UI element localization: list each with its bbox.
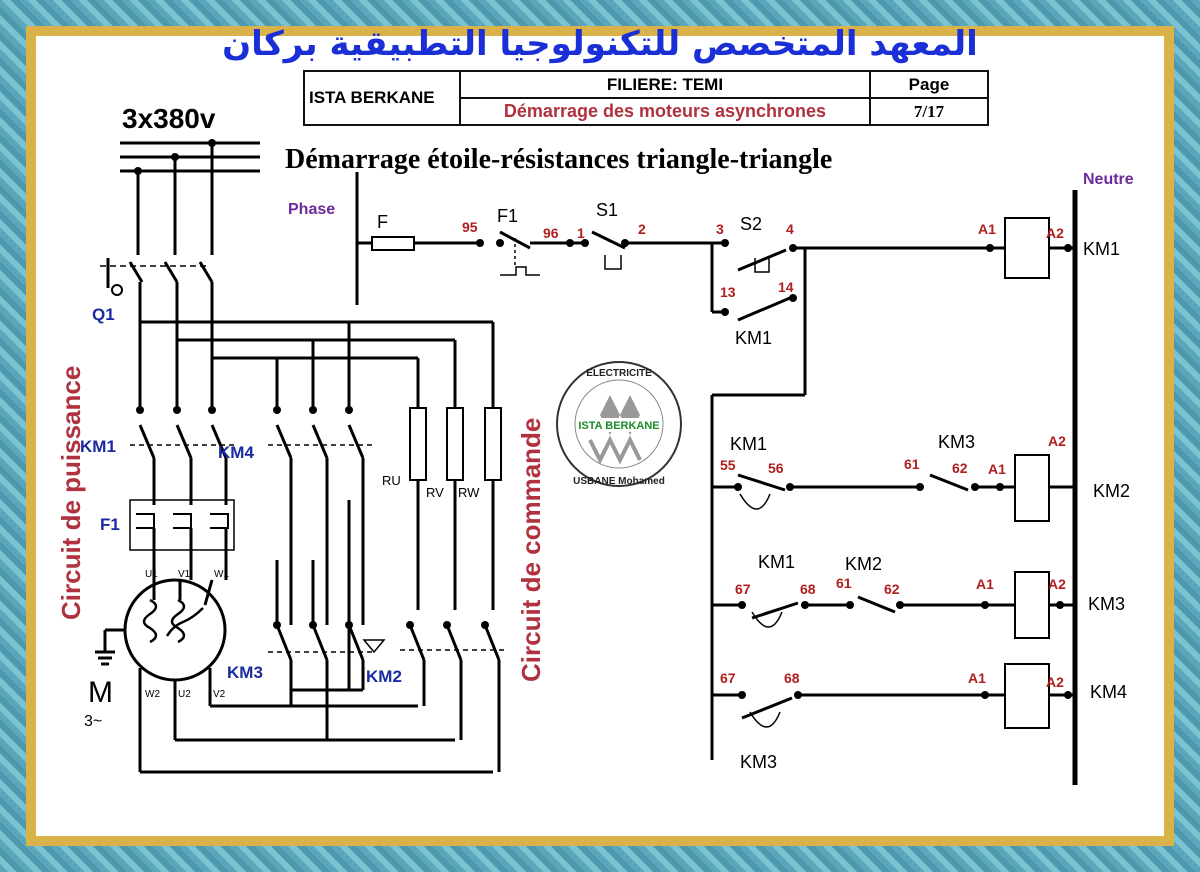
rung2-terminal-61: 61 bbox=[904, 456, 920, 472]
power-circuit-label: Circuit de puissance bbox=[56, 366, 86, 620]
coil-km2-label: KM2 bbox=[1093, 481, 1130, 501]
diagram-title: Démarrage étoile-résistances triangle-tr… bbox=[285, 144, 832, 175]
rung4-terminal-67: 67 bbox=[720, 670, 736, 686]
rung3-terminal-62: 62 bbox=[884, 581, 900, 597]
subject-label: Démarrage des moteurs asynchrones bbox=[459, 97, 871, 126]
resistance-rv: RV bbox=[426, 485, 444, 500]
rung3-km2-label: KM2 bbox=[845, 554, 882, 574]
km1-a1: A1 bbox=[978, 221, 996, 237]
km1-hold-label: KM1 bbox=[735, 328, 772, 348]
logo-ring-bottom: USBANE Mohamed bbox=[573, 476, 665, 487]
coil-km4-label: KM4 bbox=[1090, 682, 1127, 702]
terminal-u1: U1 bbox=[145, 569, 158, 580]
institute-name: ISTA BERKANE bbox=[303, 70, 461, 126]
rung4-km3-label: KM3 bbox=[740, 752, 777, 772]
ista-logo: ISTA BERKANE ELECTRICITE USBANE Mohamed bbox=[556, 361, 682, 487]
s2-label: S2 bbox=[740, 214, 762, 234]
terminal-2: 2 bbox=[638, 221, 646, 237]
title-block: ISTA BERKANE FILIERE: TEMI Page Démarrag… bbox=[303, 70, 989, 126]
coil-km1-label: KM1 bbox=[1083, 239, 1120, 259]
terminal-3: 3 bbox=[716, 221, 724, 237]
terminal-56: 56 bbox=[768, 460, 784, 476]
institute-arabic-title: المعهد المتخصص للتكنولوجيا التطبيقية برك… bbox=[222, 24, 978, 64]
rung3-terminal-61: 61 bbox=[836, 575, 852, 591]
page-number: 7/17 bbox=[869, 97, 989, 126]
rung3-terminal-67: 67 bbox=[735, 581, 751, 597]
rung4-terminal-68: 68 bbox=[784, 670, 800, 686]
terminal-u2: U2 bbox=[178, 689, 191, 700]
terminal-1: 1 bbox=[577, 225, 585, 241]
page-label: Page bbox=[869, 70, 989, 99]
f1-contact-label: F1 bbox=[497, 206, 518, 226]
terminal-v2: V2 bbox=[213, 689, 226, 700]
s1-label: S1 bbox=[596, 200, 618, 220]
km4-a1: A1 bbox=[968, 670, 986, 686]
supply-label: 3x380v bbox=[122, 103, 216, 134]
rung2-terminal-62: 62 bbox=[952, 460, 968, 476]
km4-power-label: KM4 bbox=[218, 443, 254, 462]
fuse-label: F bbox=[377, 212, 388, 232]
rung2-km3-label: KM3 bbox=[938, 432, 975, 452]
terminal-w2: W2 bbox=[145, 689, 160, 700]
km4-a2: A2 bbox=[1046, 674, 1064, 690]
motor-subscript: 3~ bbox=[84, 713, 102, 730]
terminal-w1: W1 bbox=[214, 569, 229, 580]
km3-a1: A1 bbox=[976, 576, 994, 592]
km3-power-label: KM3 bbox=[227, 663, 263, 682]
terminal-4: 4 bbox=[786, 221, 794, 237]
km2-power-label: KM2 bbox=[366, 667, 402, 686]
logo-center-text: ISTA BERKANE bbox=[578, 420, 659, 432]
coil-km3-label: KM3 bbox=[1088, 594, 1125, 614]
km2-a2: A2 bbox=[1048, 433, 1066, 449]
rung3-km1-label: KM1 bbox=[758, 552, 795, 572]
resistance-ru: RU bbox=[382, 473, 401, 488]
logo-ring-top: ELECTRICITE bbox=[586, 368, 652, 379]
terminal-v1: V1 bbox=[178, 569, 191, 580]
neutre-label: Neutre bbox=[1083, 171, 1134, 188]
terminal-95: 95 bbox=[462, 219, 478, 235]
terminal-14: 14 bbox=[778, 279, 794, 295]
km3-a2: A2 bbox=[1048, 576, 1066, 592]
rung2-km1-label: KM1 bbox=[730, 434, 767, 454]
command-circuit-label: Circuit de commande bbox=[516, 418, 546, 682]
km1-a2: A2 bbox=[1046, 225, 1064, 241]
resistance-rw: RW bbox=[458, 485, 480, 500]
terminal-96: 96 bbox=[543, 225, 559, 241]
km2-a1: A1 bbox=[988, 461, 1006, 477]
km1-power-label: KM1 bbox=[80, 437, 116, 456]
f1-power-label: F1 bbox=[100, 515, 120, 534]
terminal-55: 55 bbox=[720, 457, 736, 473]
motor-label: M bbox=[88, 676, 113, 709]
filiere-label: FILIERE: TEMI bbox=[459, 70, 871, 99]
terminal-13: 13 bbox=[720, 284, 736, 300]
q1-label: Q1 bbox=[92, 305, 115, 324]
rung3-terminal-68: 68 bbox=[800, 581, 816, 597]
phase-label: Phase bbox=[288, 201, 335, 218]
